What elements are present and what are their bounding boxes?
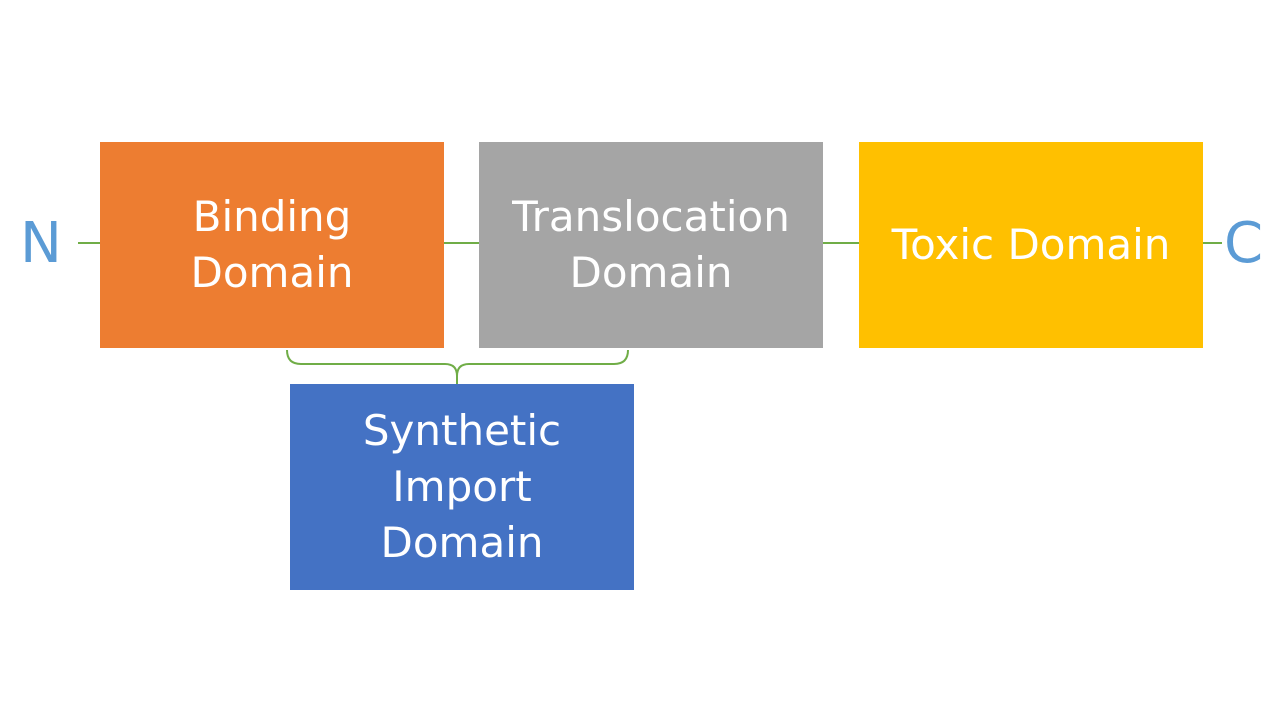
- toxic-domain-box: Toxic Domain: [859, 142, 1203, 348]
- binding-domain-label: Binding Domain: [190, 191, 354, 297]
- n-terminus-label: N: [20, 211, 62, 276]
- synthetic-import-domain-box: Synthetic Import Domain: [290, 384, 634, 590]
- synthetic-import-domain-label: Synthetic Import Domain: [362, 405, 562, 568]
- c-terminus-label: C: [1224, 211, 1264, 276]
- grouping-bracket: [286, 349, 629, 384]
- translocation-domain-label: Translocation Domain: [512, 191, 790, 297]
- toxic-domain-label: Toxic Domain: [891, 219, 1171, 269]
- translocation-domain-box: Translocation Domain: [479, 142, 823, 348]
- binding-domain-box: Binding Domain: [100, 142, 444, 348]
